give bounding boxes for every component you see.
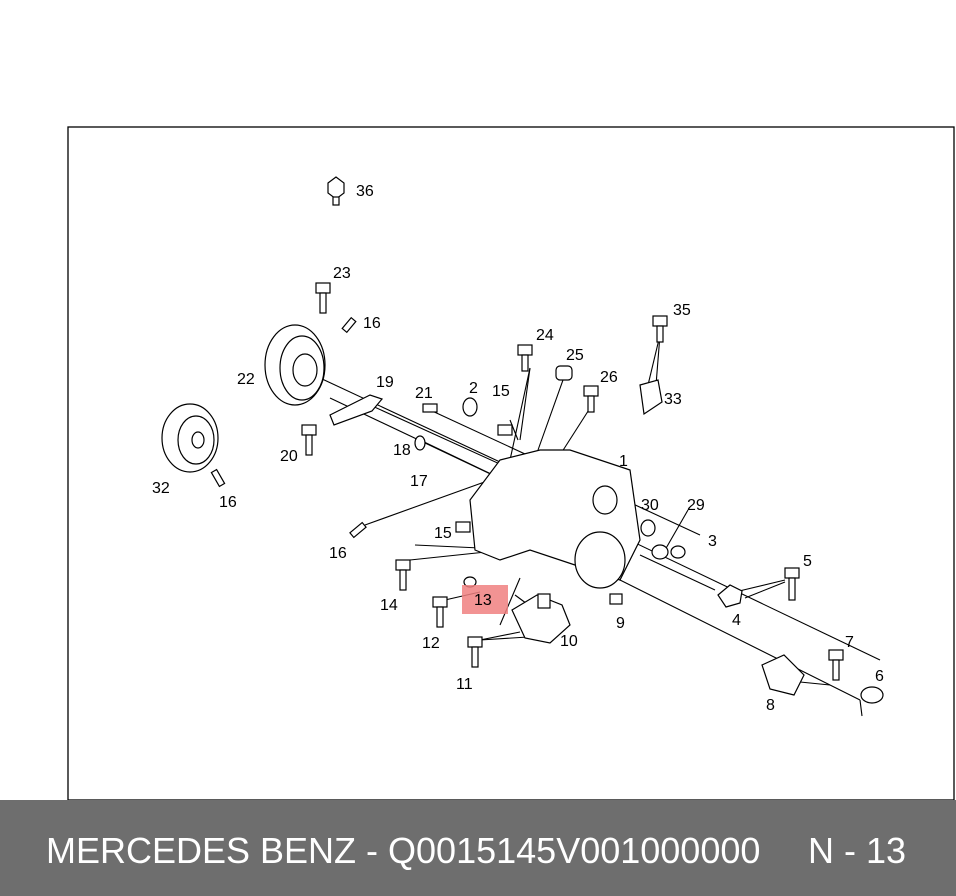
label-19[interactable]: 19 (376, 374, 394, 391)
label-24[interactable]: 24 (536, 327, 554, 344)
label-16-bottom[interactable]: 16 (329, 545, 347, 562)
label-5[interactable]: 5 (803, 553, 812, 570)
label-3[interactable]: 3 (708, 533, 717, 550)
label-35[interactable]: 35 (673, 302, 691, 319)
label-2[interactable]: 2 (469, 380, 478, 397)
label-12[interactable]: 12 (422, 635, 440, 652)
label-4[interactable]: 4 (732, 612, 741, 629)
label-22[interactable]: 22 (237, 371, 255, 388)
label-18[interactable]: 18 (393, 442, 411, 459)
label-14[interactable]: 14 (380, 597, 398, 614)
label-16-left[interactable]: 16 (219, 494, 237, 511)
part-outlines (161, 176, 884, 704)
parts-diagram: 1 2 3 4 5 6 7 8 9 10 11 12 13 14 15 15 1… (67, 126, 955, 800)
label-33[interactable]: 33 (664, 391, 682, 408)
label-9[interactable]: 9 (616, 615, 625, 632)
label-20[interactable]: 20 (280, 448, 298, 465)
part-labels: 1 2 3 4 5 6 7 8 9 10 11 12 13 14 15 15 1… (152, 183, 884, 714)
label-25[interactable]: 25 (566, 347, 584, 364)
label-13[interactable]: 13 (474, 592, 492, 609)
label-1[interactable]: 1 (619, 453, 628, 470)
footer-part-number: MERCEDES BENZ - Q0015145V001000000 (46, 830, 761, 871)
label-7[interactable]: 7 (845, 634, 854, 651)
label-10[interactable]: 10 (560, 633, 578, 650)
footer-bar: MERCEDES BENZ - Q0015145V001000000 N - 1… (0, 800, 956, 896)
label-8[interactable]: 8 (766, 697, 775, 714)
label-16-top[interactable]: 16 (363, 315, 381, 332)
label-32[interactable]: 32 (152, 480, 170, 497)
label-21[interactable]: 21 (415, 385, 433, 402)
label-36[interactable]: 36 (356, 183, 374, 200)
label-11[interactable]: 11 (456, 676, 473, 693)
diagram-frame (67, 126, 955, 800)
label-29[interactable]: 29 (687, 497, 705, 514)
label-30[interactable]: 30 (641, 497, 659, 514)
label-26[interactable]: 26 (600, 369, 618, 386)
label-15-upper[interactable]: 15 (492, 383, 510, 400)
label-15-lower[interactable]: 15 (434, 525, 452, 542)
label-23[interactable]: 23 (333, 265, 351, 282)
label-17[interactable]: 17 (410, 473, 428, 490)
footer-position: N - 13 (808, 830, 907, 871)
highlight-box-13 (462, 585, 508, 614)
label-6[interactable]: 6 (875, 668, 884, 685)
